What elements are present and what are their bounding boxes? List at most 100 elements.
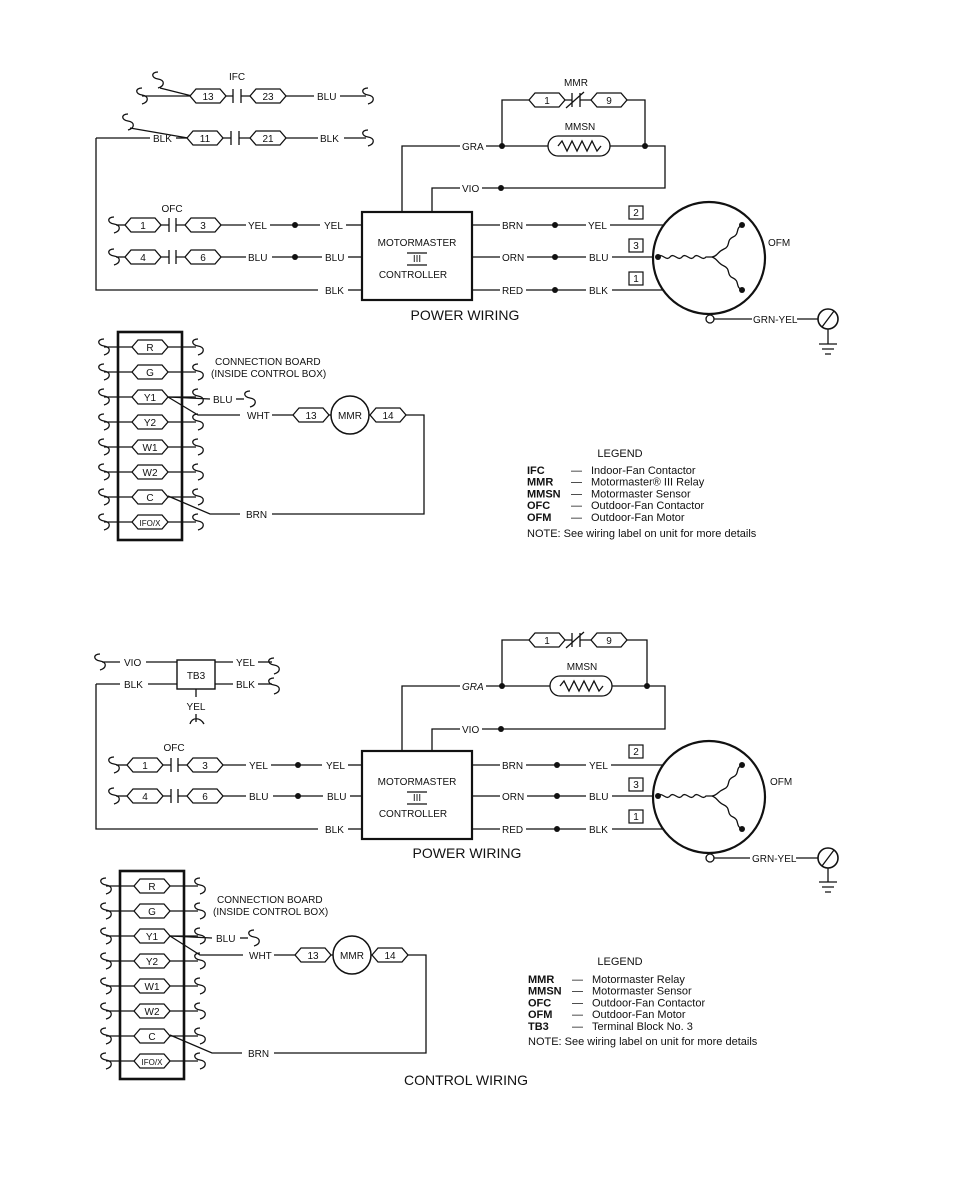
board-terminal-c: C — [148, 1032, 155, 1043]
motor-terminal-3: 3 — [633, 241, 639, 252]
legend-title: LEGEND — [597, 956, 642, 968]
legend-dash: — — [571, 477, 582, 489]
ofc-terminal-6: 6 — [200, 253, 206, 264]
legend-note: NOTE: See wiring label on unit for more … — [527, 528, 757, 540]
board-terminal-c: C — [146, 493, 153, 504]
wire-label-blu: BLU — [248, 253, 267, 264]
wire-label-brn: BRN — [246, 510, 267, 521]
tb3-label: TB3 — [187, 671, 206, 682]
legend-desc: Indoor-Fan Contactor — [591, 465, 696, 477]
board-terminal-y1: Y1 — [146, 932, 159, 943]
ifc-contact-13-23: 13 IFC 23 BLU — [136, 71, 374, 105]
legend-dash: — — [572, 1009, 583, 1021]
wire-label-yel: YEL — [324, 221, 343, 232]
wire-label-blu: BLU — [589, 792, 608, 803]
board-terminal-y2: Y2 — [144, 418, 157, 429]
power-wiring-title-1: POWER WIRING — [411, 307, 520, 323]
mmr-contact-label: MMR — [564, 78, 588, 89]
board-terminal-y2: Y2 — [146, 957, 159, 968]
wire-label-yel: YEL — [588, 221, 607, 232]
ofc-label: OFC — [161, 204, 182, 215]
control-wiring-title: CONTROL WIRING — [404, 1072, 528, 1088]
board-terminal-row: R — [100, 877, 206, 895]
legend-desc: Motormaster Sensor — [591, 488, 691, 500]
ofc-terminal-3: 3 — [202, 761, 208, 772]
board-title-line-1: CONNECTION BOARD — [215, 357, 321, 368]
wire-label-blk: BLK — [320, 134, 339, 145]
controller-line-1: MOTORMASTER — [378, 238, 457, 249]
wire-label-blu: BLU — [317, 92, 336, 103]
relay-terminal-14: 14 — [382, 411, 394, 422]
relay-label: MMR — [338, 411, 362, 422]
board-terminal-row: R — [98, 338, 204, 356]
mmr-terminal-9: 9 — [606, 96, 612, 107]
legend-abbr: MMSN — [527, 488, 561, 500]
ifc-label: IFC — [229, 72, 245, 83]
controller-line-3: CONTROLLER — [379, 270, 447, 281]
board-terminal-row: G — [98, 363, 204, 381]
board-terminal-ifo-x: IFO/X — [140, 519, 162, 528]
legend-dash: — — [572, 997, 583, 1009]
wire-label-wht: WHT — [249, 951, 272, 962]
board-terminal-g: G — [148, 907, 156, 918]
wire-label-gra: GRA — [462, 142, 484, 153]
legend-desc: Outdoor-Fan Motor — [592, 1009, 686, 1021]
wire-label-wht: WHT — [247, 411, 270, 422]
board-title-line-2: (INSIDE CONTROL BOX) — [211, 369, 326, 380]
ifc-contact-11-21: BLK 11 21 BLK — [95, 113, 374, 291]
legend-desc: Outdoor-Fan Motor — [591, 512, 685, 524]
legend-title: LEGEND — [597, 448, 642, 460]
wire-label-blk: BLK — [325, 286, 344, 297]
board-terminal-w2: W2 — [145, 1007, 160, 1018]
ofc-terminal-4: 4 — [140, 253, 146, 264]
wire-label-blu: BLU — [249, 792, 268, 803]
legend-desc: Motormaster Sensor — [592, 986, 692, 998]
legend-abbr: IFC — [527, 465, 545, 477]
board-terminal-r: R — [148, 882, 155, 893]
board-terminal-r: R — [146, 343, 153, 354]
relay-label: MMR — [340, 951, 364, 962]
wire-label-blk: BLK — [589, 825, 608, 836]
motor-terminal-2: 2 — [633, 747, 639, 758]
relay-terminal-13: 13 — [307, 951, 319, 962]
legend-abbr: TB3 — [528, 1021, 549, 1033]
ofc-terminal-6: 6 — [202, 792, 208, 803]
motor-terminal-2: 2 — [633, 208, 639, 219]
board-terminal-w1: W1 — [143, 443, 158, 454]
mmr-terminal-1: 1 — [544, 96, 550, 107]
relay-terminal-14: 14 — [384, 951, 396, 962]
wire-label-yel: YEL — [249, 761, 268, 772]
legend-abbr: OFM — [527, 512, 551, 524]
legend-abbr: MMSN — [528, 986, 562, 998]
controller-line-3: CONTROLLER — [379, 809, 447, 820]
motor-terminal-1: 1 — [633, 274, 639, 285]
wire-label-grn-yel: GRN-YEL — [753, 315, 798, 326]
board-terminal-row: IFO/X — [100, 1052, 206, 1070]
legend-note: NOTE: See wiring label on unit for more … — [528, 1036, 758, 1048]
tb3-terminal-block: VIO BLK TB3 YEL BLK YEL — [94, 653, 318, 830]
wire-label-blk: BLK — [589, 286, 608, 297]
board-title-line-1: CONNECTION BOARD — [217, 895, 323, 906]
diagram-2: VIO BLK TB3 YEL BLK YEL OFC 1 — [94, 631, 839, 1088]
ofm-motor-2: OFM GRN-YEL — [651, 739, 839, 893]
legend-dash: — — [572, 986, 583, 998]
wire-label-blu: BLU — [325, 253, 344, 264]
legend-dash: — — [571, 488, 582, 500]
controller-line-2: III — [413, 793, 421, 804]
ofc-terminal-1: 1 — [142, 761, 148, 772]
mmr-terminal-9: 9 — [606, 636, 612, 647]
ofc-contacts: OFC 1 3 YEL YEL 4 6 BLU BLU — [108, 204, 362, 297]
wire-label-orn: ORN — [502, 253, 524, 264]
ifc-terminal-23: 23 — [262, 92, 274, 103]
board-terminal-row: W1 — [100, 977, 206, 995]
board-terminal-row: Y2 — [98, 413, 204, 431]
board-terminal-y1: Y1 — [144, 393, 157, 404]
board-terminal-row: W2 — [100, 1002, 206, 1020]
motor-terminal-3: 3 — [633, 780, 639, 791]
ofc-terminal-3: 3 — [200, 221, 206, 232]
board-terminal-row: C — [98, 488, 204, 506]
mmsn-label: MMSN — [565, 122, 596, 133]
board-terminal-row: Y1 — [100, 927, 206, 945]
